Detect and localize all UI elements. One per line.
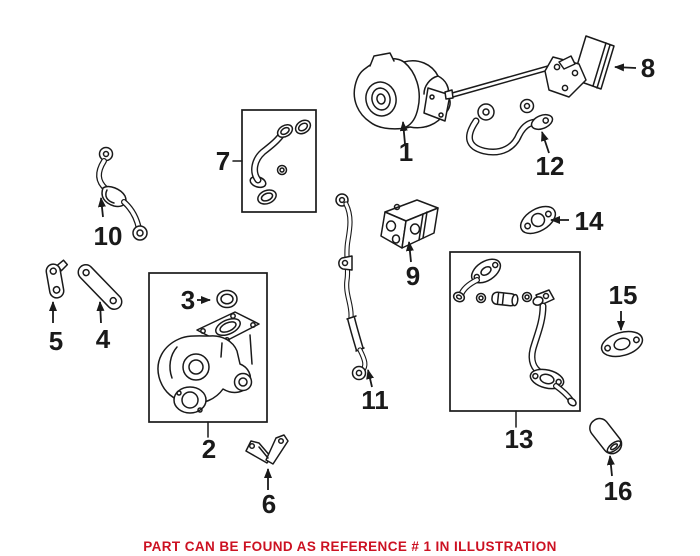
ref-label-16: 16	[603, 476, 633, 506]
caption: PART CAN BE FOUND AS REFERENCE # 1 IN IL…	[143, 539, 557, 554]
ref-label-3: 3	[180, 285, 196, 315]
ref-label-2: 2	[201, 434, 217, 464]
part-4-bracket-drawing	[77, 264, 123, 310]
part-6-bracket-drawing	[245, 434, 289, 465]
arrow-to-part-8	[614, 63, 637, 72]
part-8-actuator-drawing	[444, 35, 615, 100]
arrow-to-part-11	[366, 369, 374, 388]
ref-label-13: 13	[504, 424, 534, 454]
part-9-block-drawing	[380, 199, 439, 249]
arrow-to-part-12	[541, 131, 550, 154]
ref-label-4: 4	[95, 324, 111, 354]
part-10-pipe-drawing	[96, 146, 148, 241]
part-15-gasket-drawing	[600, 330, 644, 358]
ref-label-7: 7	[215, 146, 231, 176]
ref-label-12: 12	[535, 151, 565, 181]
ref-label-9: 9	[405, 261, 421, 291]
arrow-to-part-10	[97, 197, 106, 218]
ref-label-15: 15	[608, 280, 638, 310]
ref-label-1: 1	[398, 137, 414, 167]
arrow-to-part-16	[606, 455, 615, 477]
part-7-kit-drawing	[232, 109, 317, 213]
part-2-kit-drawing	[148, 272, 268, 438]
arrow-to-part-4	[96, 301, 105, 324]
ref-label-8: 8	[640, 53, 656, 83]
part-1-turbocharger-drawing	[353, 52, 451, 130]
leader-arrows	[49, 63, 637, 490]
ref-label-14: 14	[574, 206, 604, 236]
part-12-hose-drawing	[465, 98, 554, 156]
ref-label-6: 6	[261, 489, 277, 519]
ref-label-11: 11	[361, 385, 389, 415]
arrow-to-part-9	[405, 241, 414, 263]
part-13-kit-drawing	[449, 251, 581, 428]
ref-label-10: 10	[93, 221, 123, 251]
part-11-oil-line-drawing	[335, 193, 368, 381]
part-5-bracket-drawing	[45, 259, 69, 299]
part-16-hose-drawing	[589, 417, 623, 455]
part-14-gasket-drawing	[519, 205, 557, 235]
ref-label-5: 5	[48, 326, 64, 356]
arrow-to-part-1	[399, 121, 408, 145]
